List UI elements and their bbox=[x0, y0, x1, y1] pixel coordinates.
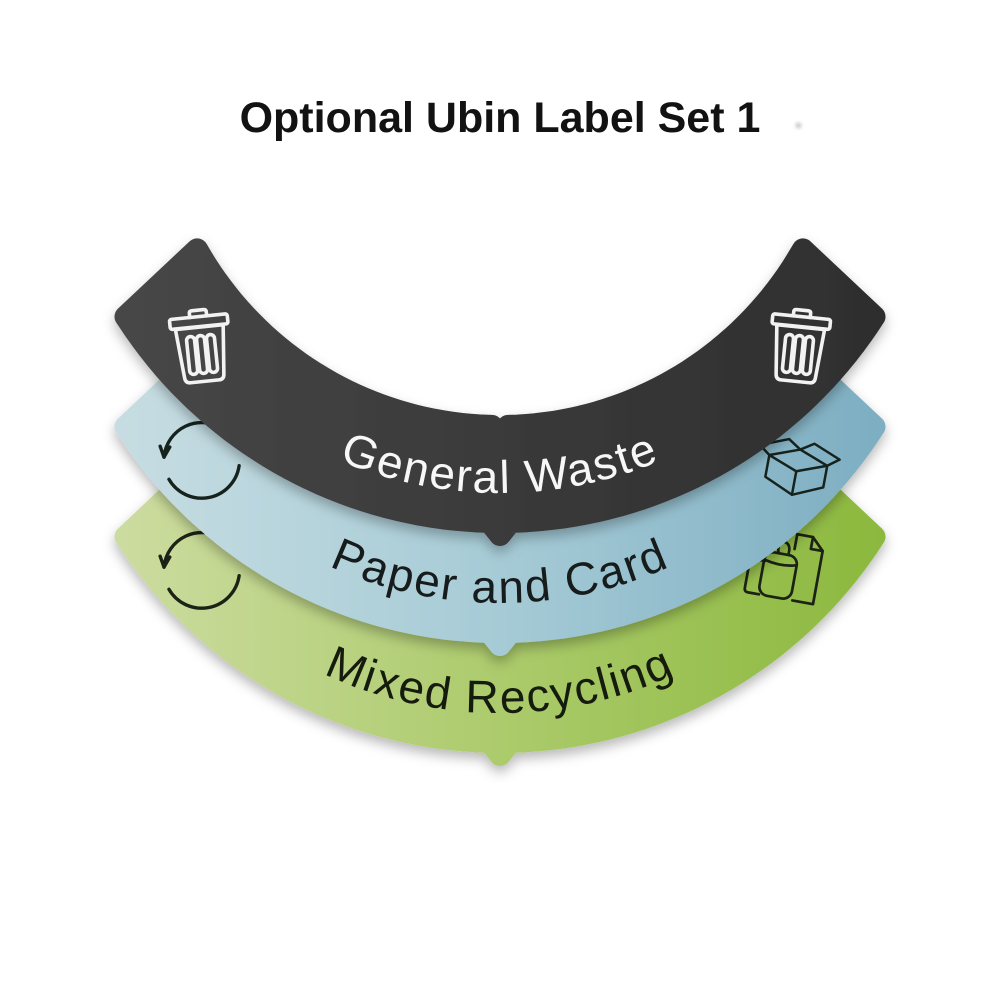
band-shape-general-waste bbox=[114, 238, 886, 546]
page-title: Optional Ubin Label Set 1 bbox=[239, 94, 761, 142]
stray-mark bbox=[793, 121, 804, 130]
label-arc-general-waste: General Waste bbox=[114, 238, 886, 546]
